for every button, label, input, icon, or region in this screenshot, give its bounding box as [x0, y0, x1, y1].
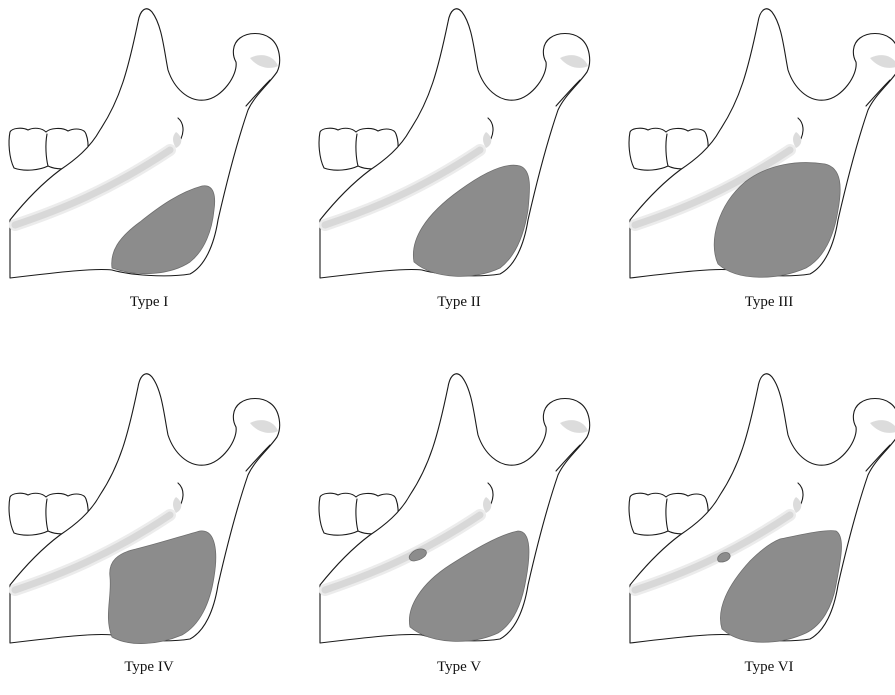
panel-type-4: Type IV: [0, 365, 298, 695]
panel-type-1: Type I: [0, 0, 298, 330]
panel-caption: Type VI: [620, 657, 895, 677]
panel-type-5: Type V: [310, 365, 608, 695]
panel-caption: Type V: [310, 657, 608, 677]
mandible-illustration: [620, 365, 895, 660]
panel-caption: Type I: [0, 292, 298, 312]
panel-caption: Type II: [310, 292, 608, 312]
panel-type-2: Type II: [310, 0, 608, 330]
mandible-illustration: [310, 365, 608, 660]
mandible-lesion-type-diagram: Type I Type II Type III Type IV Type V Type V…: [0, 0, 895, 679]
mandible-illustration: [0, 0, 298, 295]
panel-type-6: Type VI: [620, 365, 895, 695]
mandible-illustration: [620, 0, 895, 295]
panel-type-3: Type III: [620, 0, 895, 330]
panel-caption: Type IV: [0, 657, 298, 677]
mandible-illustration: [0, 365, 298, 660]
mandible-illustration: [310, 0, 608, 295]
panel-caption: Type III: [620, 292, 895, 312]
